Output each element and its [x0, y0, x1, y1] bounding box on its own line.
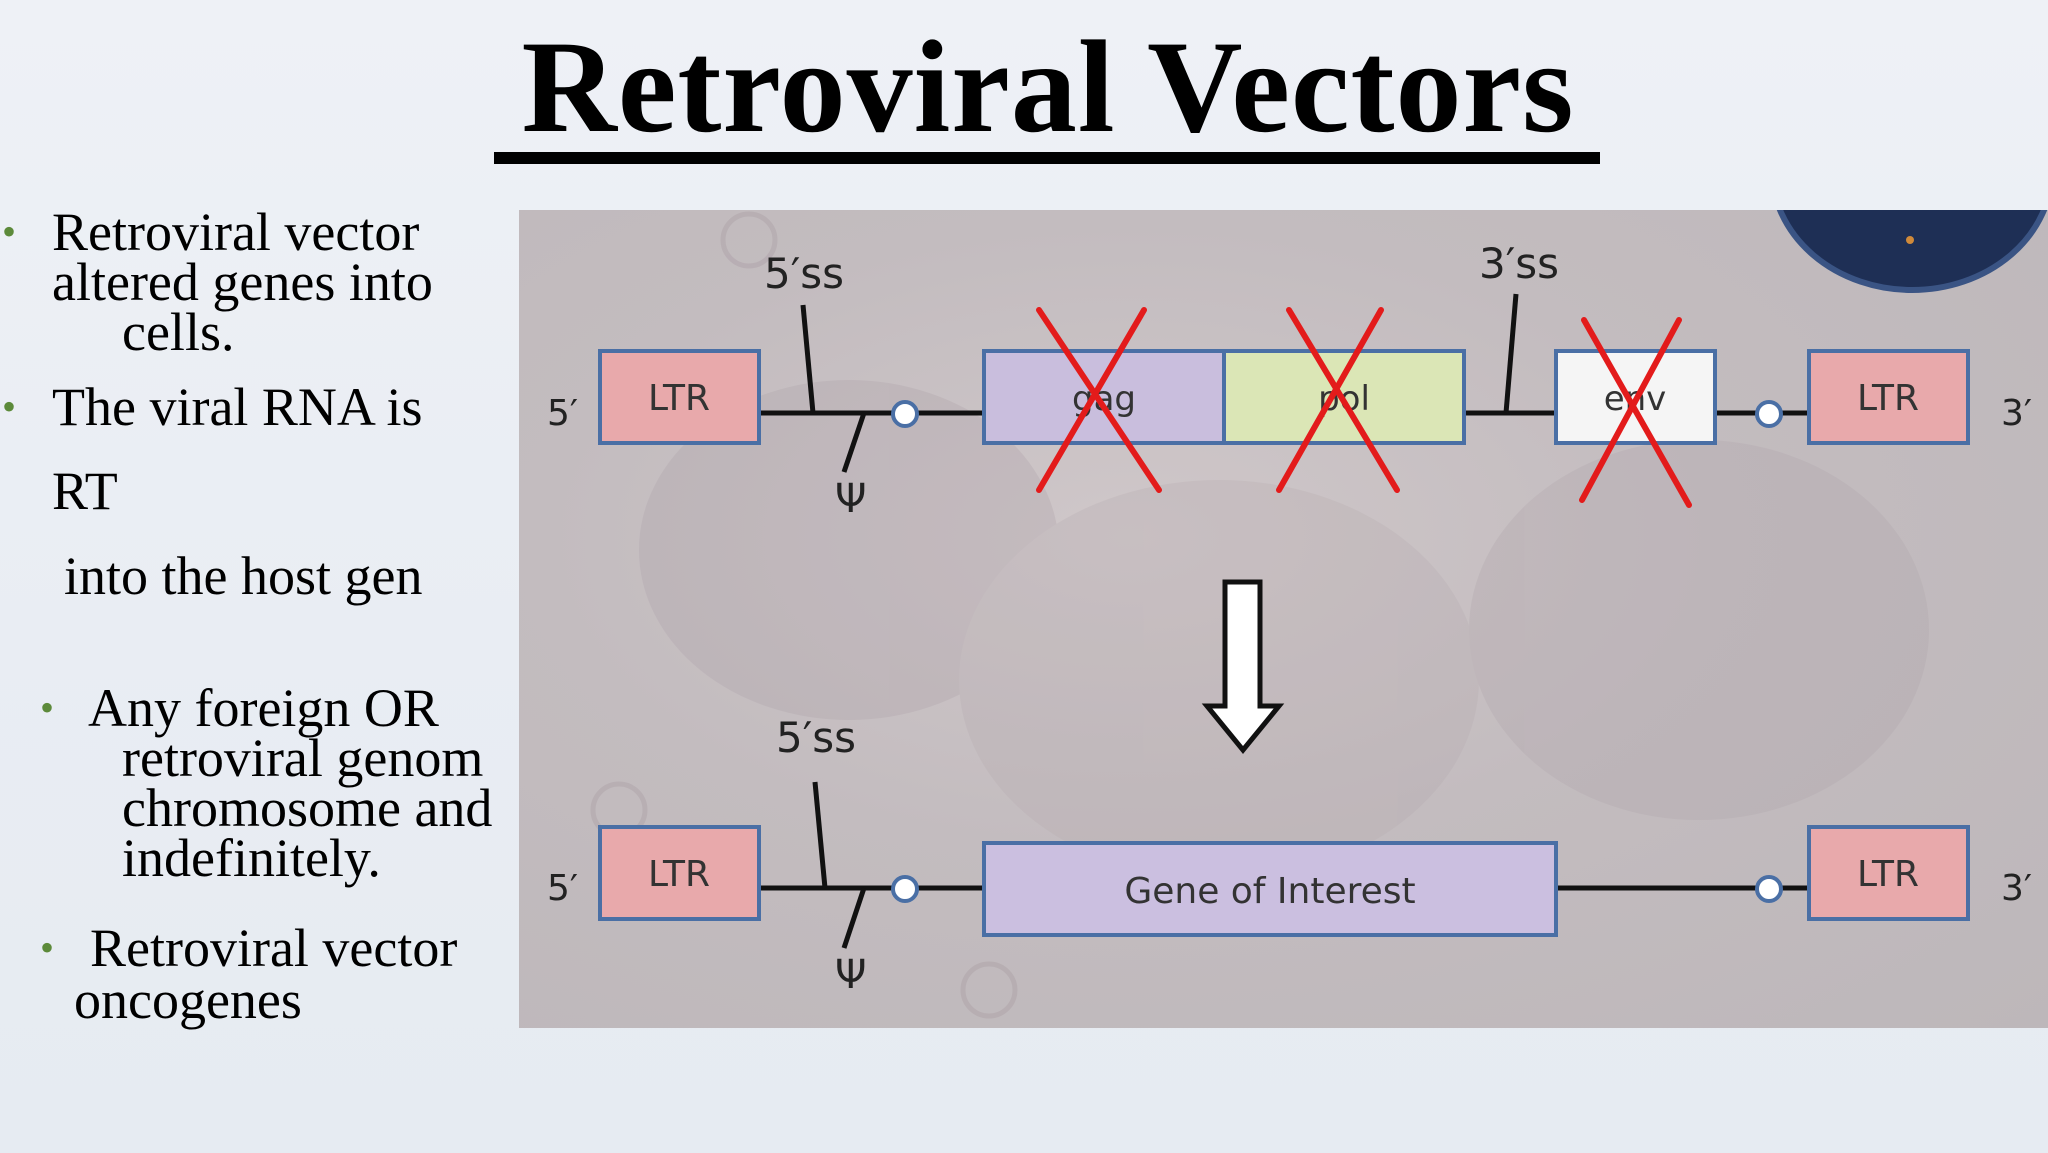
- bullet-1-line-2: altered genes into: [52, 252, 433, 312]
- bullet-1-line-1: Retroviral vector: [52, 202, 420, 262]
- top-ltr-left: [598, 349, 761, 445]
- top-ltr-right-label: LTR: [1857, 378, 1919, 419]
- top-ltr-left-label: LTR: [648, 378, 710, 419]
- top-junction-circle-left: [891, 400, 919, 428]
- bullet-3-line-1: Any foreign OR: [88, 678, 439, 738]
- top-construct: 5′ LTR 5′ss Ψ gag pol 3′ss env LTR 3′: [547, 239, 2032, 522]
- globe-decoration: [1776, 210, 2048, 293]
- bottom-5ss-label: 5′ss: [776, 713, 856, 762]
- background-virus-image: [590, 211, 1929, 1019]
- env-deleted-cross: [1579, 317, 1692, 508]
- bottom-ltr-left-label: LTR: [648, 854, 710, 895]
- top-3ss-marker: [1503, 293, 1519, 414]
- bullet-list: • Retroviral vector altered genes into c…: [0, 0, 540, 1153]
- top-5ss-label: 5′ss: [764, 249, 844, 298]
- top-3prime-label: 3′: [2001, 393, 2032, 434]
- bottom-5prime-label: 5′: [547, 868, 578, 909]
- bullet-dot: •: [2, 384, 17, 429]
- gag-deleted-cross: [1036, 307, 1162, 493]
- top-junction-circle-right: [1755, 400, 1783, 428]
- bullet-3-line-4: indefinitely.: [122, 828, 381, 888]
- bullet-2-line-2: RT: [52, 461, 118, 521]
- retroviral-vector-diagram: 5′ LTR 5′ss Ψ gag pol 3′ss env LTR 3′: [519, 210, 2048, 1028]
- bullet-dot: •: [40, 925, 55, 970]
- diagram-canvas: 5′ LTR 5′ss Ψ gag pol 3′ss env LTR 3′: [547, 210, 2048, 1019]
- bottom-5ss-marker: [812, 781, 828, 889]
- bullet-dot: •: [40, 685, 55, 730]
- top-psi-marker: [841, 412, 867, 473]
- top-gag-box: [982, 349, 1226, 445]
- bullet-1-line-3: cells.: [122, 302, 235, 362]
- bottom-ltr-right-label: LTR: [1857, 854, 1919, 895]
- top-5prime-label: 5′: [547, 393, 578, 434]
- bottom-gene-of-interest-label: Gene of Interest: [1124, 871, 1415, 912]
- slide-title: Retroviral Vectors: [521, 13, 1575, 160]
- bottom-junction-circle-left: [891, 875, 919, 903]
- bullet-4-line-2: oncogenes: [74, 970, 302, 1030]
- bullet-dot: •: [2, 209, 17, 254]
- bottom-psi-marker: [841, 887, 867, 949]
- bottom-psi-label: Ψ: [835, 952, 866, 998]
- title-underline: [494, 152, 1600, 164]
- bullet-2-line-3: into the host gen: [64, 546, 423, 606]
- bottom-gene-of-interest-box: [982, 841, 1558, 937]
- pol-deleted-cross: [1276, 307, 1400, 493]
- top-5ss-marker: [800, 304, 816, 414]
- top-3ss-label: 3′ss: [1479, 239, 1559, 288]
- bullet-4-line-1: Retroviral vector: [90, 918, 458, 978]
- down-arrow-icon: [1201, 579, 1285, 754]
- bottom-junction-circle-right: [1755, 875, 1783, 903]
- bullet-2-line-1: The viral RNA is: [52, 377, 423, 437]
- bullet-3-line-2: retroviral genom: [122, 728, 484, 788]
- bottom-ltr-left: [598, 825, 761, 921]
- bottom-3prime-label: 3′: [2001, 868, 2032, 909]
- top-psi-label: Ψ: [835, 476, 866, 522]
- bottom-ltr-right: [1807, 825, 1970, 921]
- bottom-construct: 5′ LTR 5′ss Ψ Gene of Interest LTR 3′: [547, 713, 2032, 998]
- bullet-3-line-3: chromosome and: [122, 778, 493, 838]
- top-ltr-right: [1807, 349, 1970, 445]
